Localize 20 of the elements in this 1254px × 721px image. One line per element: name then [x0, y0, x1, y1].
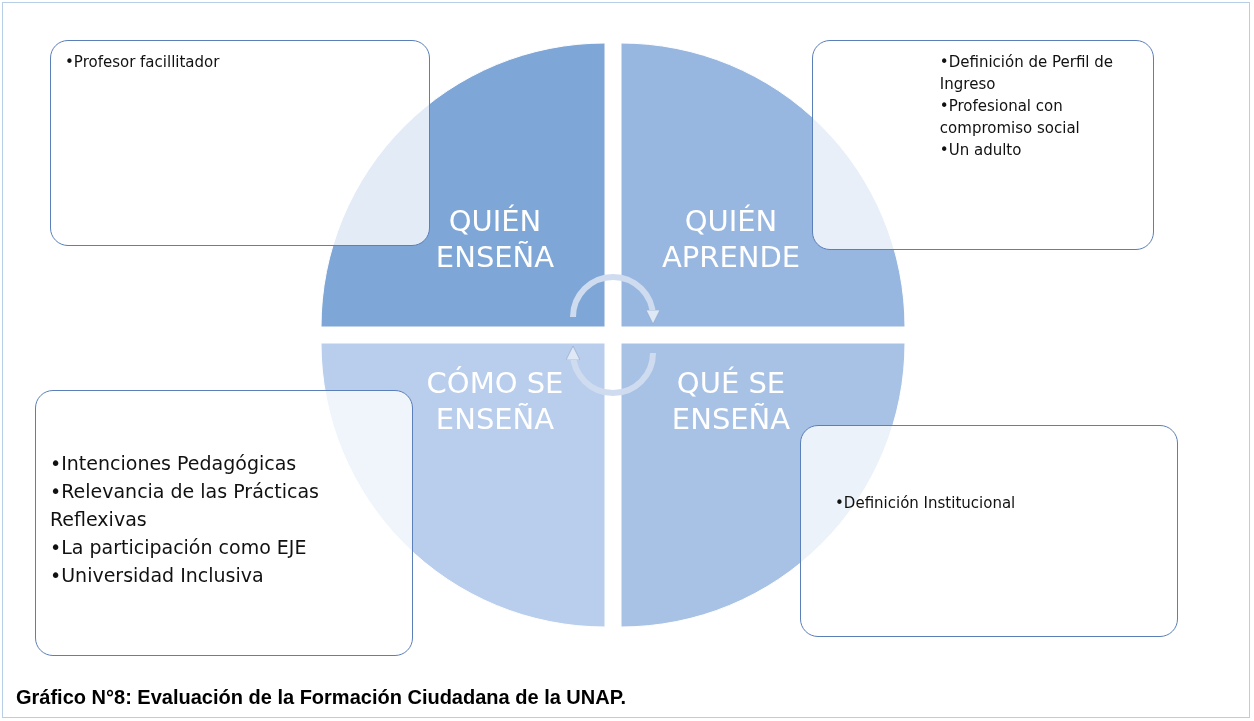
bullet-item: •La participación como EJE — [50, 535, 308, 560]
bullet-item: •Universidad Inclusiva — [50, 563, 265, 588]
bullet-item: •Definición Institucional — [835, 493, 1017, 514]
bullet-item: •Profesor facillitador — [65, 52, 221, 73]
caption: Gráfico N°8: Evaluación de la Formación Ciudadana de la UNAP. — [16, 686, 626, 709]
text-box — [35, 390, 413, 656]
text-box — [800, 425, 1178, 637]
cycle-arrow — [566, 345, 656, 396]
text-box — [50, 40, 430, 246]
quadrant-title: QUÉ SE ENSEÑA — [670, 365, 792, 437]
bullet-item: •Profesional con compromiso social — [939, 96, 1081, 139]
quadrant-title: CÓMO SE ENSEÑA — [425, 365, 565, 437]
cycle-arrow — [570, 274, 660, 325]
quadrant-title: QUIÉN APRENDE — [660, 203, 802, 275]
bullet-item: •Un adulto — [939, 140, 1023, 161]
bullet-item: •Definición de Perfil de Ingreso — [939, 52, 1115, 95]
text-box — [812, 40, 1154, 250]
bullet-item: •Intenciones Pedagógicas — [50, 451, 298, 476]
quadrant-title: QUIÉN ENSEÑA — [434, 203, 556, 275]
bullet-item: •Relevancia de las Prácticas Reflexivas — [50, 479, 320, 532]
